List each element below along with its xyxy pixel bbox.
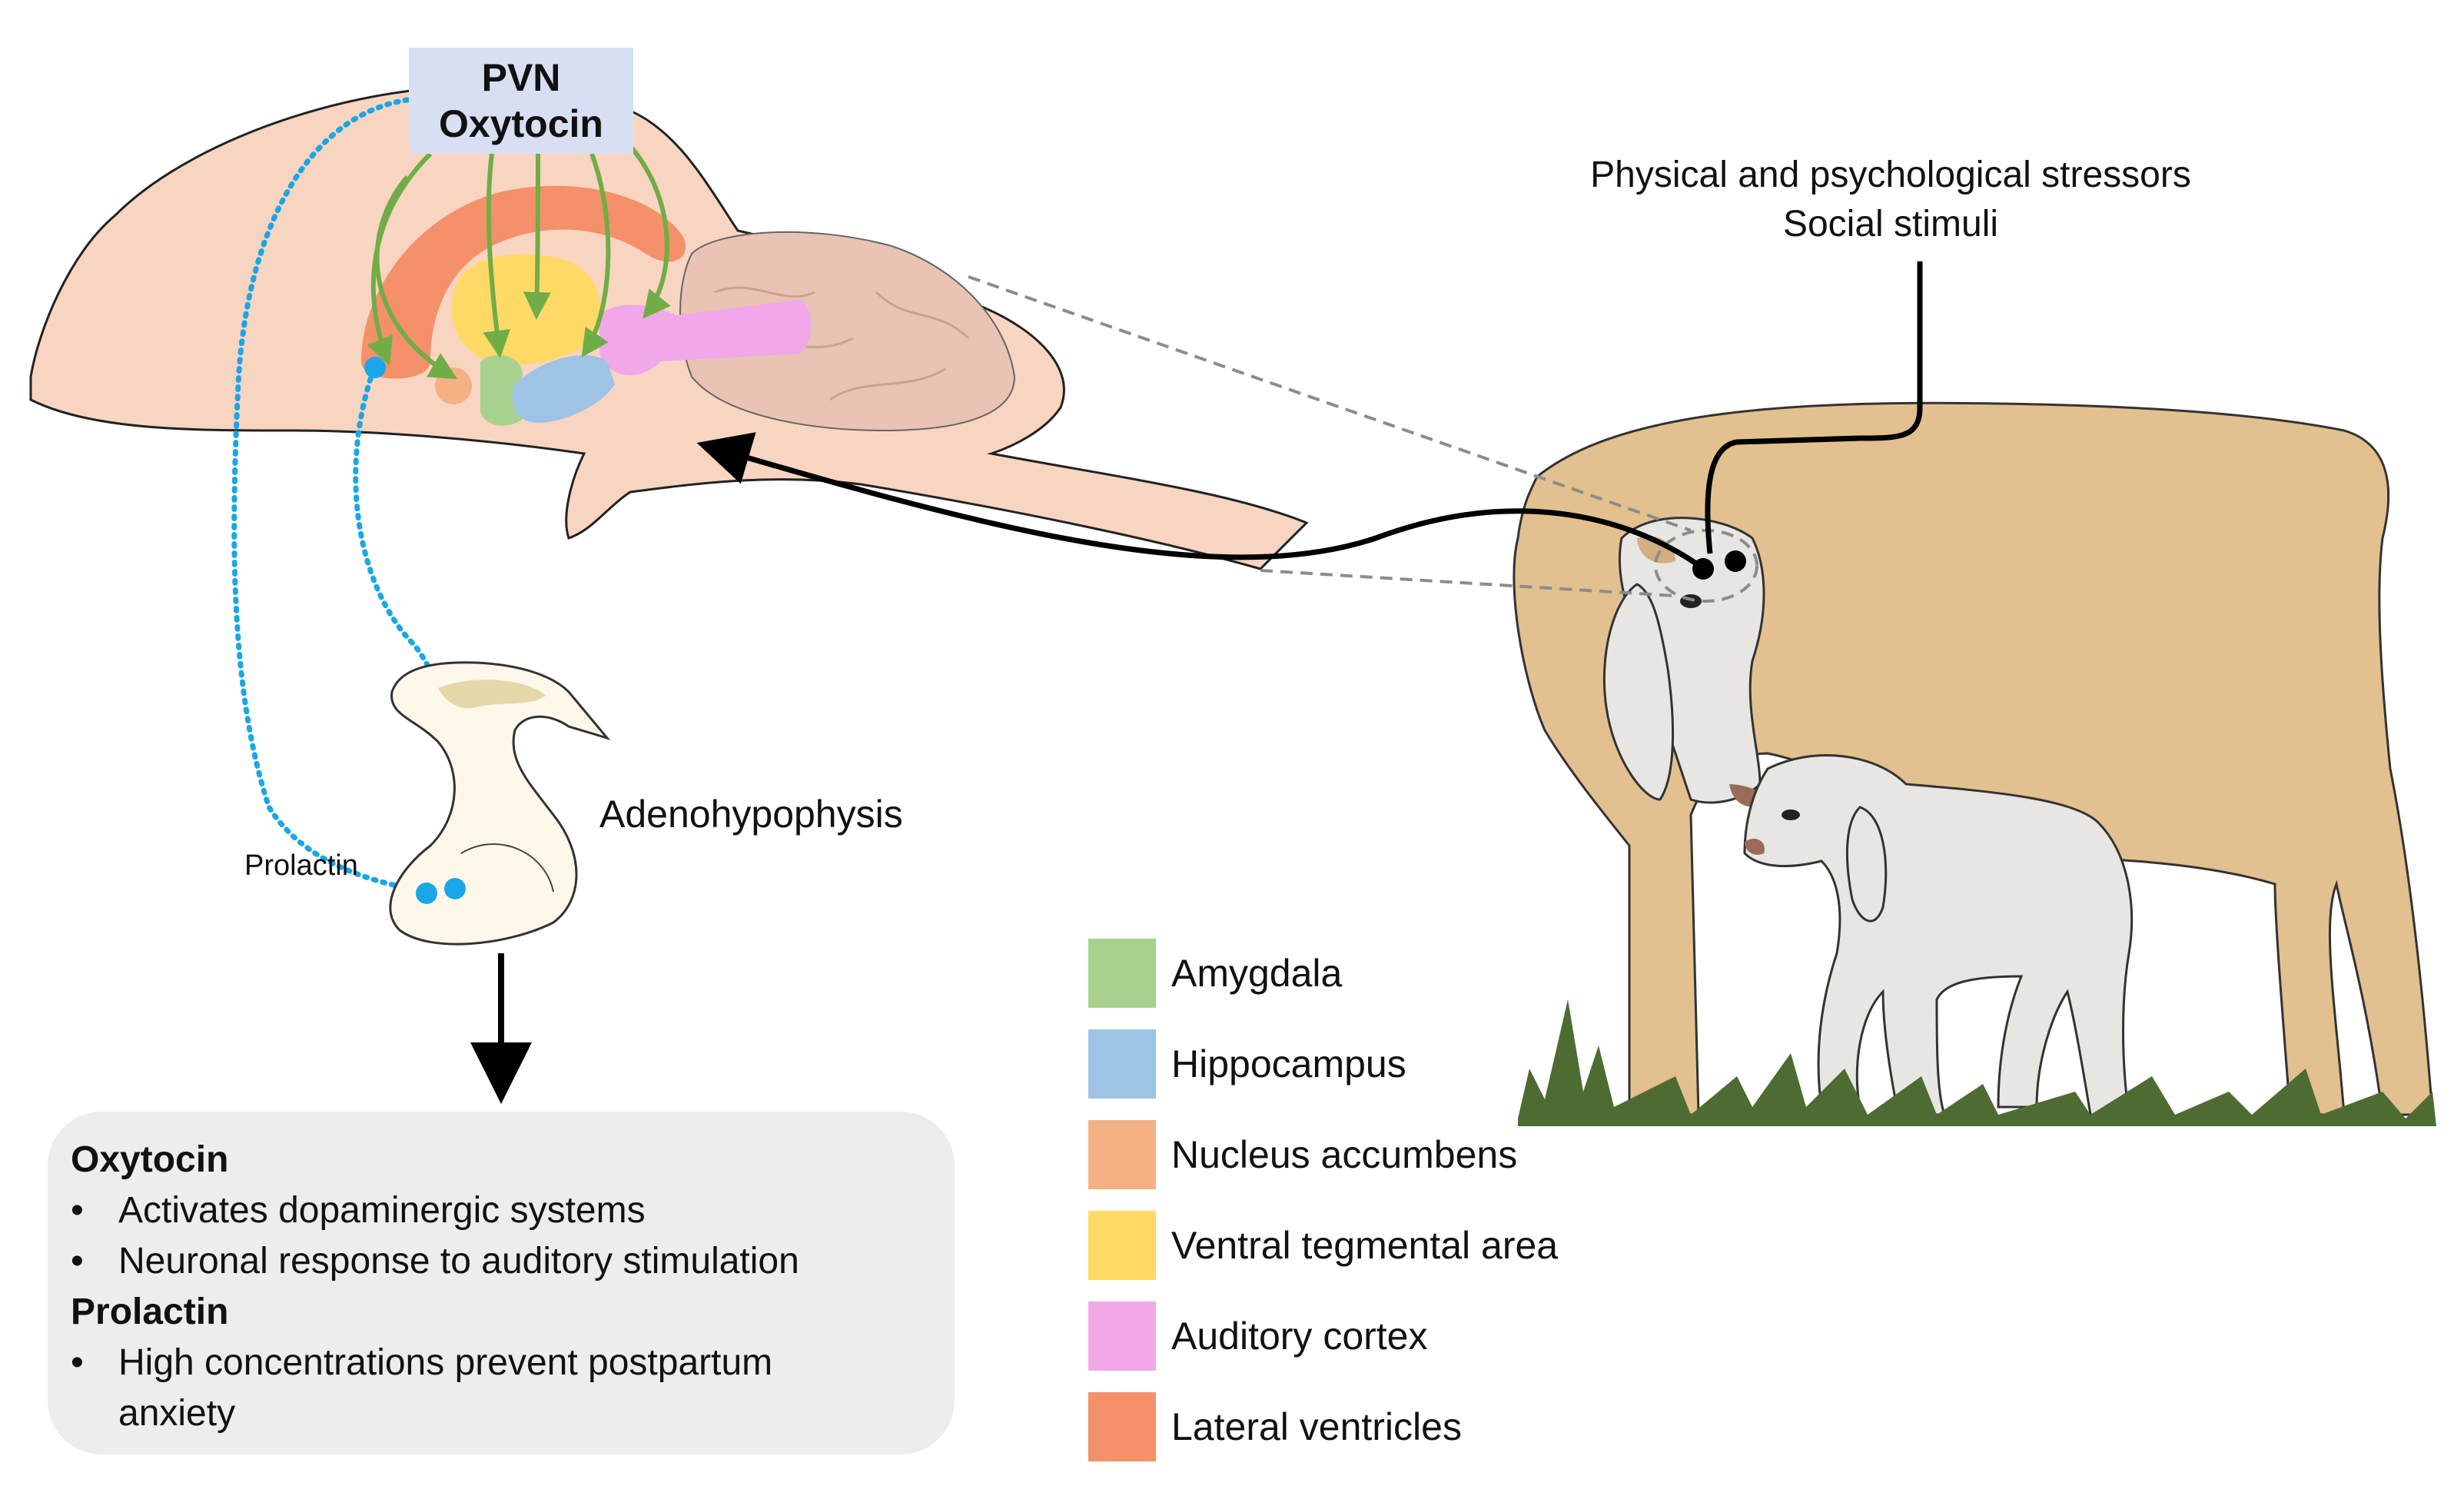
oxytocin-heading: Oxytocin xyxy=(71,1139,229,1180)
list-item: Neuronal response to auditory stimulatio… xyxy=(71,1236,931,1287)
legend-item-amygdala: Amygdala xyxy=(1088,936,1558,1010)
lamb-eye xyxy=(1782,810,1800,820)
brain-region-legend: Amygdala Hippocampus Nucleus accumbens V… xyxy=(1088,936,1558,1481)
legend-item-nucleus-accumbens: Nucleus accumbens xyxy=(1088,1118,1558,1192)
stressor-input-line xyxy=(1705,261,1923,554)
prolactin-effects-list: High concentrations prevent postpartum a… xyxy=(71,1338,931,1439)
ewe-ear xyxy=(1602,583,1675,801)
social-stimuli-text: Social stimuli xyxy=(1782,204,1999,244)
lamb xyxy=(1743,754,2134,1116)
pvn-oxytocin-box: PVN Oxytocin xyxy=(409,48,633,154)
pituitary-outline xyxy=(389,661,611,946)
pituitary-gland xyxy=(389,661,611,946)
legend-label: Lateral ventricles xyxy=(1171,1405,1462,1448)
lamb-ear xyxy=(1845,806,1888,923)
lateral-ventricles xyxy=(361,185,686,379)
legend-label: Nucleus accumbens xyxy=(1171,1133,1518,1176)
list-item: High concentrations prevent postpartum a… xyxy=(71,1338,872,1439)
legend-label: Amygdala xyxy=(1171,952,1343,995)
hormone-effects-box: Oxytocin Activates dopaminergic systems … xyxy=(48,1112,955,1454)
legend-label: Auditory cortex xyxy=(1171,1315,1428,1358)
legend-label: Ventral tegmental area xyxy=(1171,1224,1559,1267)
legend-swatch xyxy=(1088,1392,1156,1461)
ventral-tegmental-area xyxy=(451,254,600,364)
prolactin-heading: Prolactin xyxy=(71,1292,229,1332)
signal-to-brain-arrow xyxy=(696,432,1700,567)
legend-swatch xyxy=(1088,1029,1156,1099)
stimuli-label: Physical and psychological stressors Soc… xyxy=(1460,151,2321,249)
pvn-label: PVN xyxy=(481,56,561,99)
oxytocin-projections xyxy=(367,145,671,380)
list-item: Activates dopaminergic systems xyxy=(71,1185,931,1236)
legend-swatch xyxy=(1088,1211,1156,1280)
legend-item-hippocampus: Hippocampus xyxy=(1088,1027,1558,1101)
prolactin-terminal-brain xyxy=(364,357,386,378)
legend-swatch xyxy=(1088,1302,1156,1371)
prolactin-label: Prolactin xyxy=(244,849,358,882)
legend-label: Hippocampus xyxy=(1171,1042,1406,1085)
oxytocin-effects-list: Activates dopaminergic systems Neuronal … xyxy=(71,1185,931,1287)
amygdala xyxy=(480,354,523,426)
pvn-oxytocin-label: Oxytocin xyxy=(439,102,603,145)
cerebellum xyxy=(679,231,1016,432)
stressors-text: Physical and psychological stressors xyxy=(1590,155,2191,195)
legend-item-lateral-ventricles: Lateral ventricles xyxy=(1088,1390,1558,1464)
hippocampus xyxy=(512,354,615,423)
legend-item-ventral-tegmental-area: Ventral tegmental area xyxy=(1088,1208,1558,1282)
legend-item-auditory-cortex: Auditory cortex xyxy=(1088,1299,1558,1373)
legend-swatch xyxy=(1088,939,1156,1008)
ewe-and-lamb-illustration xyxy=(1513,401,2436,1126)
legend-swatch xyxy=(1088,1120,1156,1189)
nucleus-accumbens xyxy=(435,367,472,404)
brain-sagittal-section xyxy=(29,85,1309,895)
adenohypophysis-label: Adenohypophysis xyxy=(599,793,903,836)
grass xyxy=(1518,999,2436,1126)
